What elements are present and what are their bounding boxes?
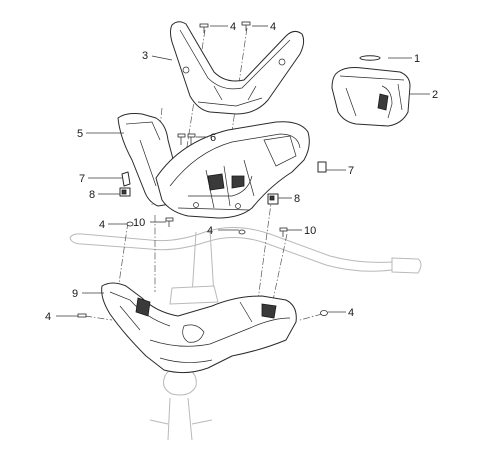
callout-2: 2 [432, 89, 438, 101]
fasteners [77, 21, 328, 318]
screw-4-lower-left [77, 313, 87, 318]
callout-6: 6 [210, 132, 216, 144]
screw-top-right [241, 21, 251, 31]
screw-pair-6 [177, 133, 196, 145]
callout-7-left: 7 [79, 173, 85, 185]
nut-8-left [119, 187, 131, 197]
callout-7-right: 7 [348, 165, 354, 177]
lower-cover [101, 282, 297, 374]
clip-7-left [121, 171, 131, 187]
callout-5: 5 [77, 128, 83, 140]
clip-7-right [317, 161, 327, 173]
callout-4-mid-left: 4 [99, 219, 105, 231]
callout-4-lower-left: 4 [45, 311, 51, 323]
callout-4-center: 4 [207, 225, 213, 237]
callout-3: 3 [142, 50, 148, 62]
callout-8-right: 8 [294, 193, 300, 205]
callout-4-top-left: 4 [230, 21, 236, 33]
nut-8-right [267, 193, 279, 205]
leader-lines [56, 25, 430, 317]
callout-1: 1 [414, 53, 420, 65]
upper-cover [170, 21, 305, 115]
screw-10-left [165, 217, 174, 227]
instrument-hood [331, 67, 411, 127]
handlebar-ghost [69, 226, 422, 441]
callout-4-lower-right: 4 [348, 307, 354, 319]
washer-4-lower-right [320, 310, 328, 316]
callout-9: 9 [72, 288, 78, 300]
seal-ring [359, 55, 381, 61]
washer-4-center [238, 229, 246, 235]
screw-10-right [279, 227, 288, 237]
callout-4-top-right: 4 [270, 21, 276, 33]
callout-10-left: 10 [133, 217, 145, 229]
callout-labels: 1 2 3 4 4 5 6 7 7 8 8 4 10 4 10 9 4 4 [45, 21, 438, 323]
callout-10-right: 10 [304, 225, 316, 237]
screw-top-left [199, 23, 209, 33]
headlight-housing [155, 121, 310, 219]
callout-8-left: 8 [89, 189, 95, 201]
